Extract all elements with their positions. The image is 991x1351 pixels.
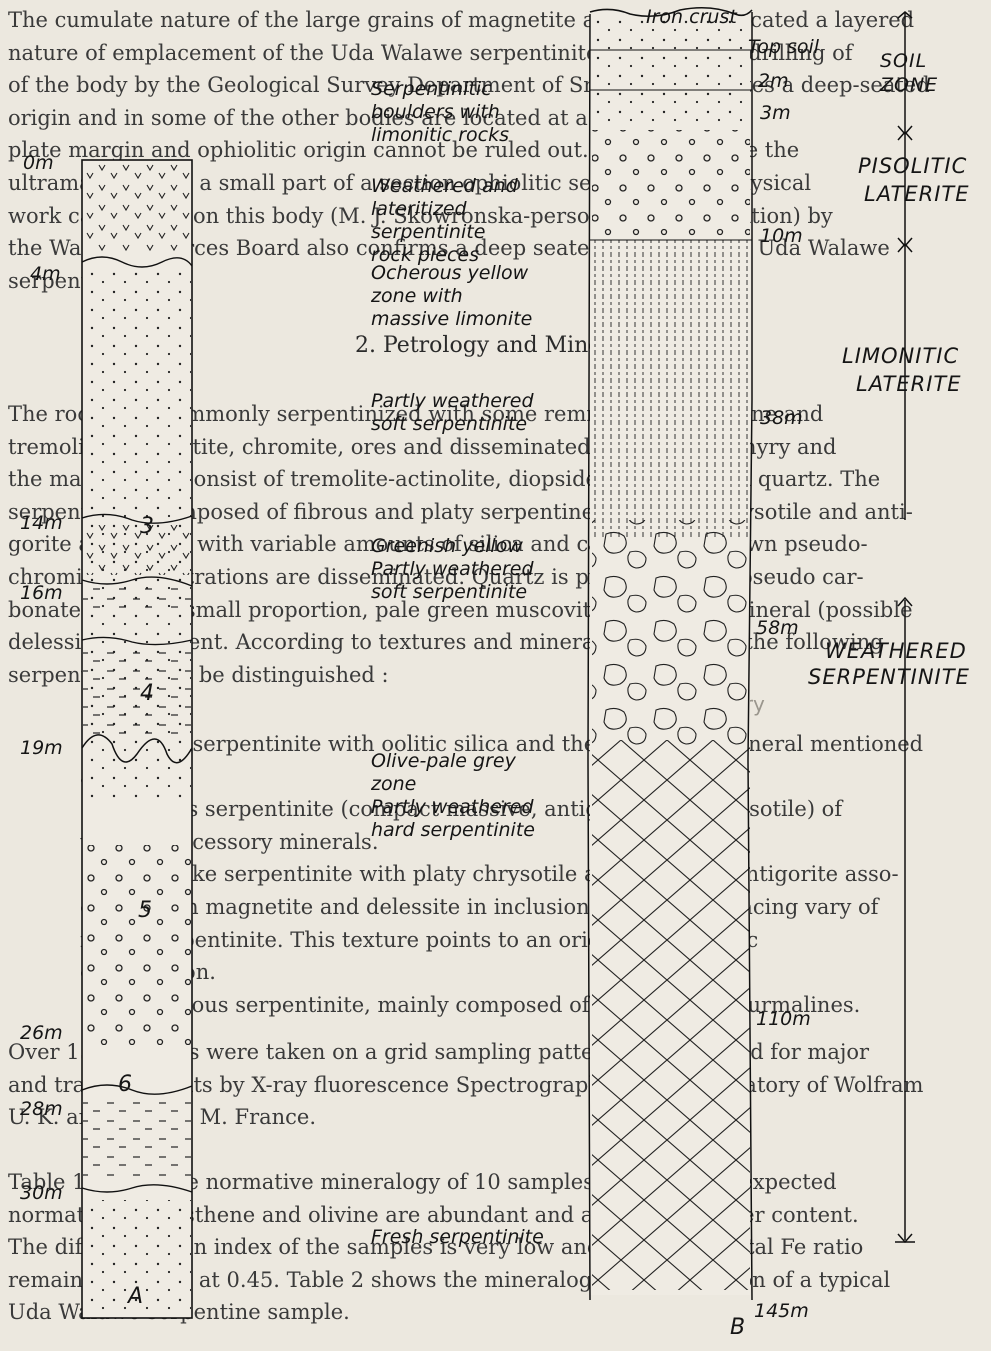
depth-a-28m: 28m — [20, 1098, 63, 1120]
depth-b-10m: 10m — [760, 225, 803, 247]
desc-ocherous-yellow: Ocherous yellow zone with massive limoni… — [371, 262, 532, 331]
text-line: The cumulate nature of the large grains … — [8, 4, 983, 37]
depth-b-38m: 38m — [760, 407, 803, 429]
section-heading-geochemistry: 4. Geochemistry — [600, 692, 765, 716]
desc-serpentinitic-boulders: Serpentinitic boulders with limonitic ro… — [371, 78, 509, 147]
zone-limonitic-line1: LIMONITIC — [842, 344, 959, 368]
text-line: ciated with magnetite and delessite in i… — [80, 891, 983, 924]
depth-b-110m: 110m — [756, 1008, 811, 1030]
sampling-paragraph: Over 150 samples were taken on a grid sa… — [8, 1036, 983, 1134]
text-line: the mafic dykes consist of tremolite-act… — [8, 463, 983, 496]
column-a-label: A — [128, 1284, 143, 1309]
label-iron-crust: Iron crust — [646, 6, 737, 28]
text-line: Over 150 samples were taken on a grid sa… — [8, 1036, 983, 1069]
depth-b-2m: 2m — [758, 70, 789, 92]
zone-limonitic-line2: LATERITE — [856, 372, 962, 396]
layer-number-3: 3 — [140, 514, 154, 539]
zone-soil-line1: SOIL — [880, 50, 927, 72]
zone-soil-line2: ZONE — [880, 74, 938, 96]
text-line: in the serpentinite. This texture points… — [80, 924, 983, 957]
text-line: (c) mesh-like serpentinite with platy ch… — [80, 858, 983, 891]
zone-serpentinite-line1: WEATHERED — [825, 639, 967, 663]
text-line: serpentine is composed of fibrous and pl… — [8, 496, 983, 529]
depth-b-145m: 145m — [754, 1300, 809, 1322]
depth-a-19m: 19m — [20, 737, 63, 759]
text-line: Table 1 shows the normative mineralogy o… — [8, 1166, 983, 1199]
depth-a-16m: 16m — [20, 582, 63, 604]
text-line: remains constant at 0.45. Table 2 shows … — [8, 1264, 983, 1297]
zone-serpentinite-line2: SERPENTINITE — [808, 665, 970, 689]
zone-pisolitic-line1: PISOLITIC — [858, 154, 967, 178]
desc-olive-pale-grey: Olive-pale grey zone Partly weathered ha… — [371, 750, 535, 842]
text-line: nature of emplacement of the Uda Walawe … — [8, 37, 983, 70]
desc-greenish-yellow: Greenish yellow Partly weathered soft se… — [371, 535, 534, 604]
text-line: U. K. and B. R. G. M. France. — [8, 1101, 983, 1134]
layer-number-4: 4 — [140, 681, 154, 706]
layer-number-6: 6 — [118, 1072, 132, 1097]
text-line: composition. — [80, 956, 983, 989]
depth-b-3m: 3m — [760, 102, 791, 124]
text-line: and trace elements by X-ray fluorescence… — [8, 1069, 983, 1102]
depth-a-4m: 4m — [30, 263, 61, 285]
zone-pisolitic-line2: LATERITE — [864, 182, 970, 206]
depth-a-0m: 0m — [23, 152, 54, 174]
desc-partly-weathered-soft: Partly weathered soft serpentinite — [371, 390, 534, 436]
depth-a-26m: 26m — [20, 1022, 63, 1044]
column-b-label: B — [730, 1315, 745, 1340]
layer-number-5: 5 — [138, 898, 152, 923]
depth-b-58m: 58m — [756, 617, 799, 639]
desc-fresh-serpentinite: Fresh serpentinite — [371, 1226, 544, 1249]
label-top-soil: Top soil — [748, 36, 819, 58]
desc-weathered-lateritized: Weathered and lateritized serpentinite r… — [371, 175, 518, 267]
depth-a-14m: 14m — [20, 512, 63, 534]
text-line: Uda Walawe serpentine sample. — [8, 1296, 983, 1329]
depth-a-30m: 30m — [20, 1182, 63, 1204]
section-heading-petrology: 2. Petrology and Mineralogy — [355, 333, 672, 358]
text-line: (d) micaceous serpentinite, mainly compo… — [80, 989, 983, 1022]
